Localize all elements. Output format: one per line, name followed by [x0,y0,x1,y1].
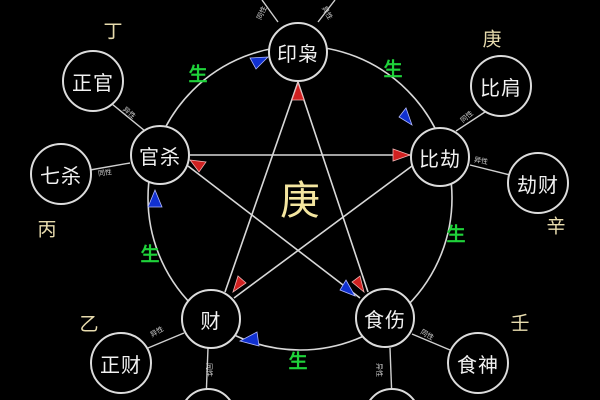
sheng-label-bottom: 生 [288,350,308,373]
stem-label-ding: 丁 [103,20,123,43]
node-qisha: 七杀 [30,143,92,205]
node-bijian: 比肩 [470,55,532,117]
node-zhengguan: 正官 [62,50,124,112]
center-stem-label: 庚 [280,178,320,224]
node-shishang: 食伤 [355,288,415,348]
node-bijie: 比劫 [410,127,470,187]
stem-label-bing: 丙 [37,218,57,241]
stem-label-xin: 辛 [546,215,566,238]
sheng-label-top-left: 生 [188,63,208,86]
relation-qisha: 同性 [97,168,113,178]
stem-label-yi: 乙 [79,313,99,336]
node-yinxiao: 印枭 [268,22,328,82]
stem-label-geng: 庚 [482,28,502,51]
node-guansha: 官杀 [130,125,190,185]
node-jiecai: 劫财 [507,152,569,214]
node-shishen: 食神 [447,332,509,394]
sheng-label-right: 生 [446,223,466,246]
sheng-label-left: 生 [140,243,160,266]
node-zhengcai: 正财 [90,332,152,394]
sheng-label-top-right: 生 [383,58,403,81]
relation-shishang-bottom: 异性 [375,363,383,377]
node-cai: 财 [181,289,241,349]
relation-cai-bottom: 同性 [205,363,213,377]
stem-label-ren: 壬 [510,312,530,335]
